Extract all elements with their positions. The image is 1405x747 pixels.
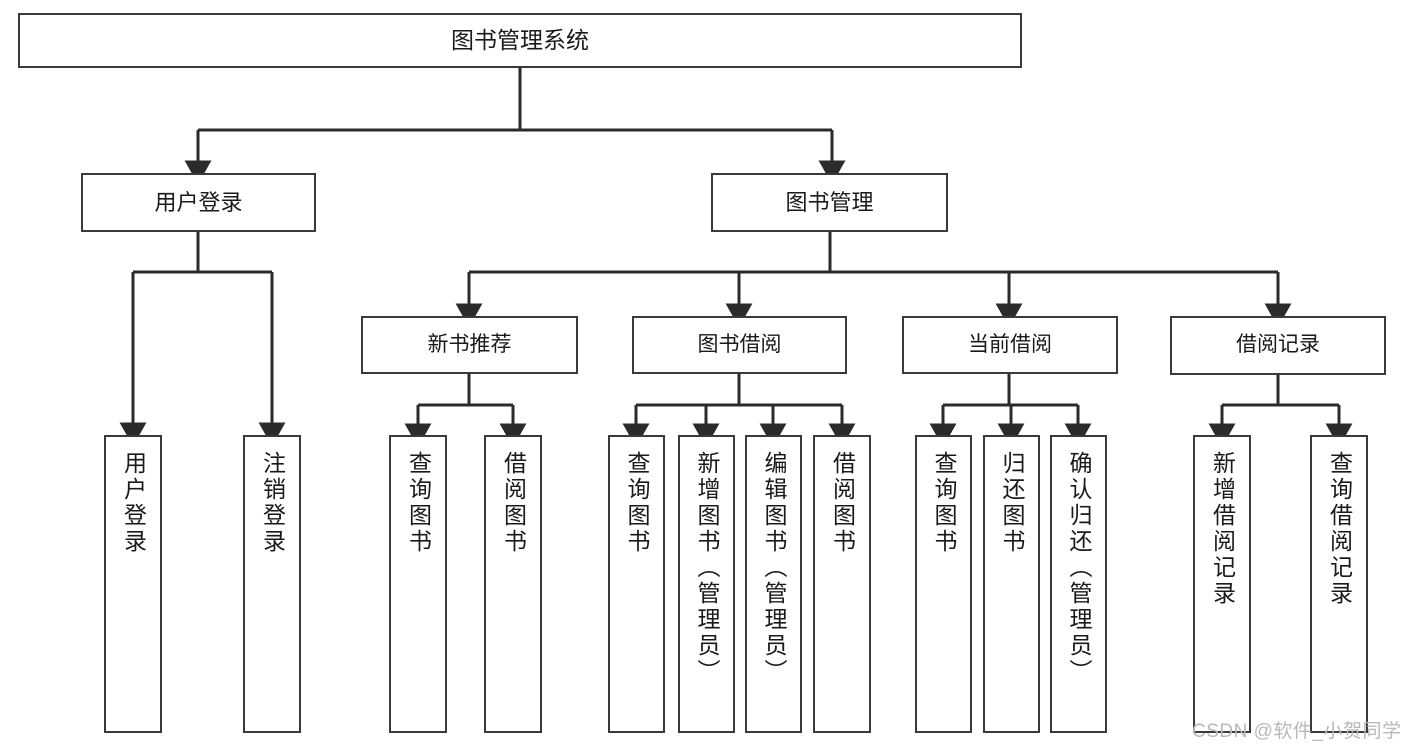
- node-book-manage[interactable]: 图书管理: [711, 173, 948, 232]
- leaf-query-book-current[interactable]: 查询图书: [915, 435, 972, 733]
- node-label: 用户登录: [120, 451, 147, 555]
- node-label: 归还图书: [999, 451, 1025, 555]
- leaf-query-book-recommend[interactable]: 查询图书: [389, 435, 447, 733]
- node-label: 当前借阅: [968, 332, 1052, 356]
- leaf-borrow-book-recommend[interactable]: 借阅图书: [484, 435, 542, 733]
- node-label: 查询图书: [624, 451, 650, 555]
- node-label: 查询图书: [405, 451, 432, 555]
- node-label: 查询图书: [931, 451, 957, 555]
- node-new-book-recommend[interactable]: 新书推荐: [361, 316, 578, 374]
- node-label: 用户登录: [154, 189, 243, 215]
- leaf-return-book[interactable]: 归还图书: [983, 435, 1040, 733]
- node-label: 编辑图书（管理员）: [761, 451, 787, 685]
- node-label: 图书借阅: [697, 332, 782, 356]
- node-label: 借阅图书: [500, 451, 527, 555]
- node-label: 图书管理系统: [451, 26, 589, 53]
- node-label: 查询借阅记录: [1326, 451, 1353, 607]
- leaf-edit-book[interactable]: 编辑图书（管理员）: [745, 435, 802, 733]
- leaf-borrow-book[interactable]: 借阅图书: [813, 435, 871, 733]
- node-user-login[interactable]: 用户登录: [81, 173, 316, 232]
- leaf-user-login[interactable]: 用户登录: [104, 435, 162, 733]
- leaf-query-borrow-record[interactable]: 查询借阅记录: [1310, 435, 1368, 733]
- node-borrow-record[interactable]: 借阅记录: [1170, 316, 1386, 375]
- watermark-text: CSDN @软件_小贺同学: [1192, 721, 1402, 742]
- node-label: 确认归还（管理员）: [1066, 451, 1092, 685]
- node-label: 借阅记录: [1236, 333, 1320, 357]
- node-label: 注销登录: [259, 451, 286, 555]
- node-label: 图书管理: [785, 189, 874, 215]
- node-label: 新增图书（管理员）: [694, 451, 720, 685]
- leaf-add-book[interactable]: 新增图书（管理员）: [678, 435, 735, 733]
- node-current-borrow[interactable]: 当前借阅: [902, 316, 1118, 374]
- node-label: 新增借阅记录: [1209, 451, 1236, 607]
- leaf-confirm-return[interactable]: 确认归还（管理员）: [1050, 435, 1107, 733]
- node-label: 新书推荐: [427, 332, 512, 356]
- leaf-logout-login[interactable]: 注销登录: [243, 435, 301, 733]
- leaf-query-book-borrow[interactable]: 查询图书: [608, 435, 665, 733]
- node-root-system[interactable]: 图书管理系统: [18, 13, 1022, 68]
- node-label: 借阅图书: [829, 451, 856, 555]
- node-book-borrow[interactable]: 图书借阅: [632, 316, 847, 374]
- leaf-add-borrow-record[interactable]: 新增借阅记录: [1193, 435, 1251, 733]
